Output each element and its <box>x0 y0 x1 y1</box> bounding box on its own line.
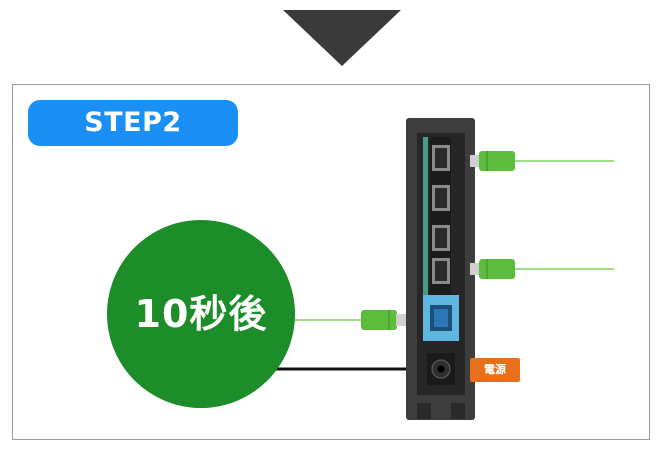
lan-port-3 <box>432 225 450 251</box>
router-diagram <box>275 118 614 420</box>
lan-port-4 <box>432 258 450 284</box>
down-arrow-icon <box>283 10 401 66</box>
lan-cable-icon-middle <box>470 259 515 279</box>
step-badge: STEP2 <box>28 100 238 146</box>
power-label: 電源 <box>470 358 520 382</box>
power-jack <box>427 353 455 385</box>
lan-cable-icon-wan <box>361 310 406 330</box>
lan-cable-icon-top <box>470 151 515 171</box>
lan-port-1 <box>432 145 450 171</box>
lan-port-2 <box>432 185 450 211</box>
step-panel: STEP2 10秒後 電源 <box>12 84 650 440</box>
wan-port <box>423 295 459 341</box>
router-icon <box>406 118 475 420</box>
timer-circle: 10秒後 <box>107 220 295 408</box>
